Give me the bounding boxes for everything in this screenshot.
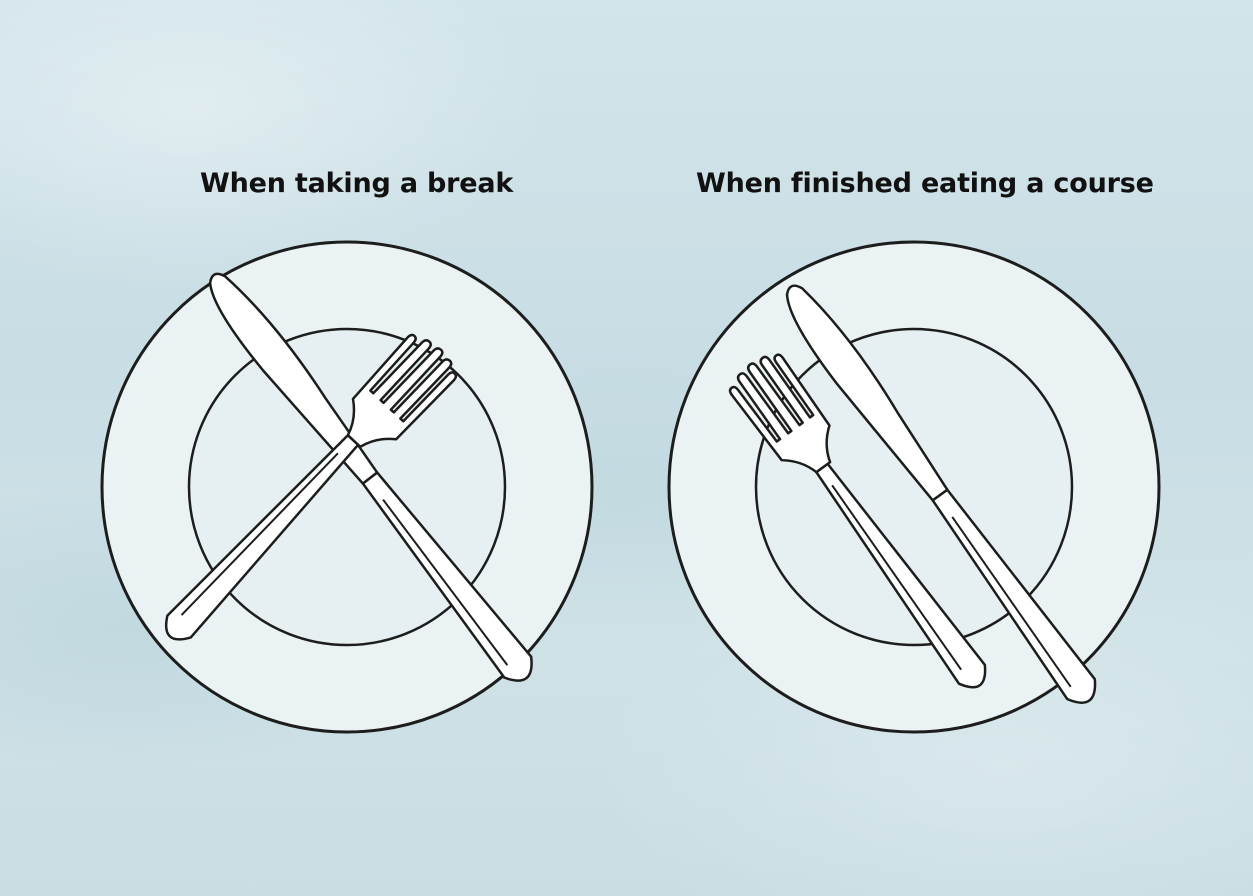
right-plate — [669, 242, 1159, 732]
